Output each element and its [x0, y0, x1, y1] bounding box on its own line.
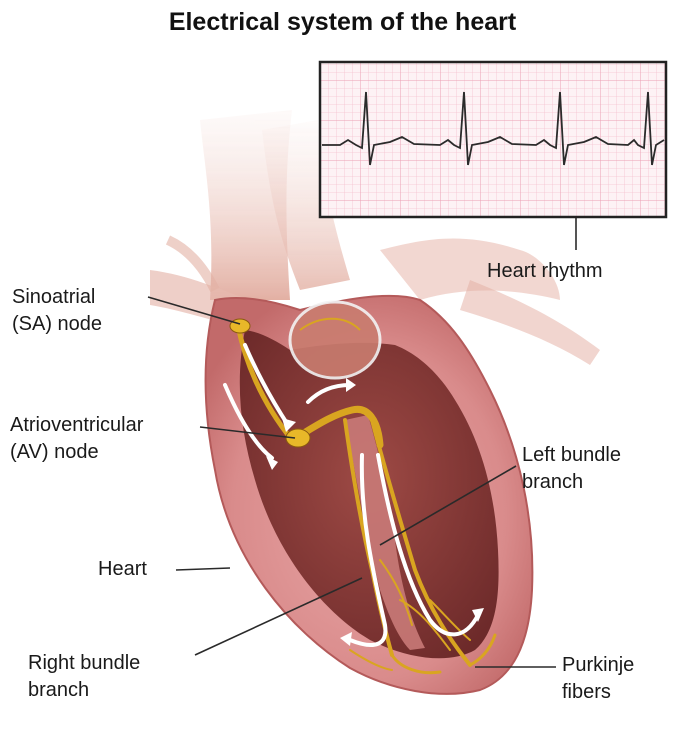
- right-bundle-line-2: branch: [28, 679, 90, 701]
- sa-node-line-2: (SA) node: [12, 313, 103, 335]
- heart-rhythm-text: Heart rhythm: [487, 260, 603, 282]
- ecg-strip: [318, 60, 668, 219]
- left-bundle-label: Left bundle branch: [522, 442, 621, 496]
- diagram-title: Electrical system of the heart: [168, 8, 517, 36]
- av-node: [285, 428, 311, 448]
- heart-label: Heart: [98, 556, 147, 583]
- left-bundle-line-1: Left bundle: [522, 444, 621, 466]
- av-node-line-1: Atrioventricular: [10, 414, 144, 436]
- av-node-label: Atrioventricular (AV) node: [10, 412, 143, 466]
- ecg-trace: [322, 91, 665, 166]
- leader-lines: [147, 218, 577, 668]
- left-bundle-line-2: branch: [522, 471, 584, 493]
- sa-node: [229, 318, 251, 334]
- right-bundle-line-1: Right bundle: [28, 652, 141, 674]
- septum: [345, 415, 425, 650]
- arrow-heads: [266, 378, 484, 646]
- av-node-line-2: (AV) node: [10, 441, 99, 463]
- purkinje-line-1: Purkinje: [562, 654, 635, 676]
- purkinje-label: Purkinje fibers: [562, 652, 634, 706]
- heart-text: Heart: [98, 558, 147, 580]
- sa-node-line-1: Sinoatrial: [12, 286, 96, 308]
- purkinje-line-2: fibers: [562, 681, 611, 703]
- aortic-valve: [288, 300, 382, 380]
- right-bundle-label: Right bundle branch: [28, 650, 140, 704]
- sa-node-label: Sinoatrial (SA) node: [12, 284, 102, 338]
- great-vessels: [150, 110, 600, 365]
- heart-rhythm-label: Heart rhythm: [487, 258, 603, 285]
